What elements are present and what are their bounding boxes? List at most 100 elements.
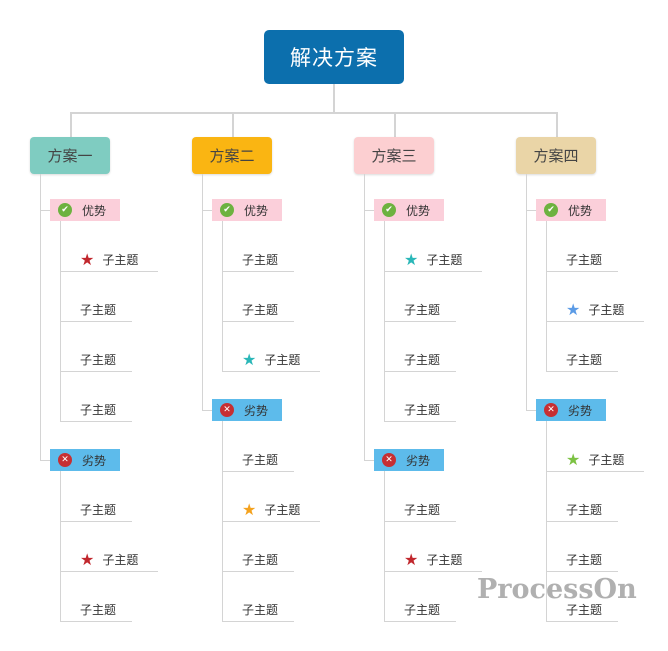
plan-spine [526,174,527,411]
subtopic-item[interactable]: ★ 子主题 [546,448,644,472]
group-label: 优势 [244,203,269,218]
subtopic-label: 子主题 [566,503,603,517]
subtopic-item[interactable]: 子主题 [222,248,294,272]
subtopic-label: 子主题 [588,303,625,317]
processon-watermark: ProcessOn [477,574,637,605]
subtopic-item[interactable]: 子主题 [546,548,618,572]
subtopic-label: 子主题 [566,553,603,567]
subtopic-label: 子主题 [404,303,441,317]
plan-node[interactable]: 方案一 [30,137,110,174]
plan-label: 方案一 [47,147,93,165]
plan-node[interactable]: 方案四 [516,137,596,174]
disadvantage-badge[interactable]: ✕ 劣势 [536,399,606,421]
subtopic-item[interactable]: 子主题 [60,298,132,322]
subtopic-item[interactable]: 子主题 [546,348,618,372]
subtopic-item[interactable]: ★ 子主题 [60,548,158,572]
plan-connector-drop [232,112,234,137]
subtopic-item[interactable]: ★子主题 [222,498,320,522]
subtopic-item[interactable]: 子主题 [222,548,294,572]
group-spine [384,471,385,622]
subtopic-label: 子主题 [242,453,279,467]
subtopic-item[interactable]: 子主题 [384,398,456,422]
subtopic-label: 子主题 [426,553,463,567]
subtopic-label: 子主题 [102,553,139,567]
cross-circle-icon: ✕ [382,453,396,467]
subtopic-item[interactable]: 子主题 [60,398,132,422]
subtopic-label: 子主题 [404,403,441,417]
subtopic-item[interactable]: 子主题 [384,298,456,322]
advantage-badge[interactable]: ✔优势 [50,199,120,221]
subtopic-label: 子主题 [588,453,625,467]
subtopic-item[interactable]: ★ 子主题 [546,298,644,322]
star-icon: ★ [80,249,95,269]
star-icon: ★ [80,549,95,569]
subtopic-item[interactable]: ★ 子主题 [384,548,482,572]
subtopic-label: 子主题 [242,553,279,567]
root-label: 解决方案 [290,46,378,70]
plan-label: 方案三 [371,147,417,165]
group-label: 劣势 [568,403,593,418]
subtopic-label: 子主题 [566,353,603,367]
star-icon: ★ [242,349,257,369]
subtopic-label: 子主题 [242,303,279,317]
cross-circle-icon: ✕ [220,403,234,417]
subtopic-label: 子主题 [80,403,117,417]
root-connector-vertical [333,84,335,112]
star-icon: ★ [404,549,419,569]
group-label: 劣势 [82,453,107,468]
star-icon: ★ [566,299,581,319]
star-icon: ★ [566,449,581,469]
plan-spine [202,174,203,411]
subtopic-label: 子主题 [80,603,117,617]
group-spine [60,471,61,622]
subtopic-item[interactable]: 子主题 [546,248,618,272]
subtopic-label: 子主题 [404,503,441,517]
subtopic-item[interactable]: 子主题 [60,348,132,372]
subtopic-label: 子主题 [404,603,441,617]
disadvantage-badge[interactable]: ✕劣势 [374,449,444,471]
subtopic-item[interactable]: 子主题 [546,598,618,622]
check-circle-icon: ✔ [382,203,396,217]
group-label: 优势 [406,203,431,218]
subtopic-item[interactable]: 子主题 [60,598,132,622]
cross-circle-icon: ✕ [544,403,558,417]
star-icon: ★ [404,249,419,269]
subtopic-item[interactable]: 子主题 [222,448,294,472]
subtopic-label: 子主题 [426,253,463,267]
subtopic-item[interactable]: ★子主题 [222,348,320,372]
plan-spine [40,174,41,461]
check-circle-icon: ✔ [220,203,234,217]
advantage-badge[interactable]: ✔ 优势 [374,199,444,221]
group-spine [222,221,223,372]
subtopic-item[interactable]: 子主题 [384,498,456,522]
subtopic-item[interactable]: 子主题 [222,298,294,322]
subtopic-label: 子主题 [242,603,279,617]
subtopic-item[interactable]: 子主题 [546,498,618,522]
group-label: 优势 [568,203,593,218]
star-icon: ★ [242,499,257,519]
subtopic-label: 子主题 [404,353,441,367]
disadvantage-badge[interactable]: ✕ 劣势 [50,449,120,471]
plan-label: 方案四 [533,147,579,165]
disadvantage-badge[interactable]: ✕劣势 [212,399,282,421]
plan-spine [364,174,365,461]
group-spine [546,221,547,372]
subtopic-label: 子主题 [80,503,117,517]
plan-node[interactable]: 方案二 [192,137,272,174]
plan-connector-drop [70,112,72,137]
root-node[interactable]: 解决方案 [264,30,404,84]
subtopic-item[interactable]: 子主题 [60,498,132,522]
cross-circle-icon: ✕ [58,453,72,467]
subtopic-item[interactable]: 子主题 [384,348,456,372]
subtopic-item[interactable]: ★子主题 [60,248,158,272]
plan-connector-drop [556,112,558,137]
plan-node[interactable]: 方案三 [354,137,434,174]
subtopic-item[interactable]: 子主题 [222,598,294,622]
advantage-badge[interactable]: ✔优势 [536,199,606,221]
subtopic-item[interactable]: ★ 子主题 [384,248,482,272]
subtopic-item[interactable]: 子主题 [384,598,456,622]
subtopic-label: 子主题 [566,603,603,617]
group-label: 优势 [82,203,107,218]
advantage-badge[interactable]: ✔ 优势 [212,199,282,221]
